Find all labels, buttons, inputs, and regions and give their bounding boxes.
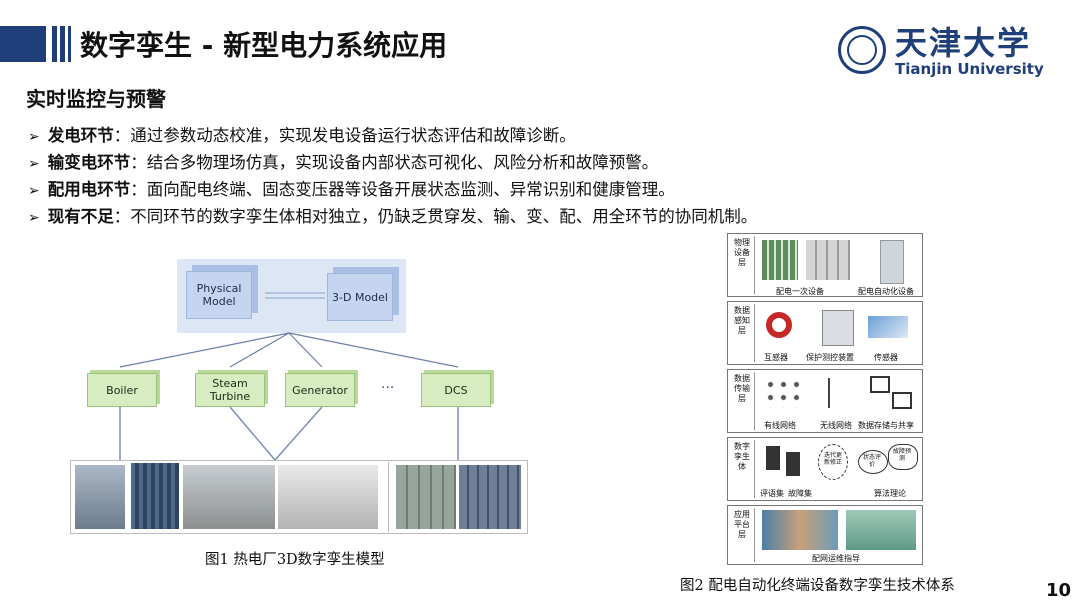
arrow-icon: ➢: [28, 183, 40, 199]
computer-icon: [892, 392, 912, 409]
bullet-text: ：面向配电终端、固态变压器等设备开展状态监测、异常识别和健康管理。: [130, 180, 675, 199]
divider: [388, 462, 389, 532]
cabinet-photo: [806, 240, 850, 280]
page-number: 10: [1046, 580, 1072, 601]
layer-data-sensing: 数据感知层 互感器 保护测控装置 传感器: [727, 301, 923, 365]
layer-label: 数据传输层: [734, 374, 750, 403]
dcs-node: DCS: [421, 373, 491, 407]
bullet-list: ➢ 发电环节：通过参数动态校准，实现发电设备运行状态评估和故障诊断。 ➢ 输变电环节…: [28, 123, 757, 231]
layer-label: 物理设备层: [734, 238, 750, 267]
bullet-item: ➢ 发电环节：通过参数动态校准，实现发电设备运行状态评估和故障诊断。: [28, 123, 757, 150]
header-accent-stripe: [68, 26, 71, 62]
section-subtitle: 实时监控与预警: [26, 87, 166, 111]
layer-item: 传感器: [874, 353, 898, 362]
iteration-cycle-icon: [818, 444, 848, 480]
header-accent-bar: [0, 26, 46, 62]
figure2-caption: 图2 配电自动化终端设备数字孪生技术体系: [680, 578, 955, 594]
3d-model-box: 3-D Model: [327, 273, 393, 321]
dcs-cabinet-photo: [396, 465, 456, 529]
turbine-hall-photo: [183, 465, 275, 529]
transformer-sensor-icon: [766, 312, 792, 338]
figure1-caption: 图1 热电厂3D数字孪生模型: [205, 552, 385, 568]
bullet-term: 发电环节: [47, 126, 114, 145]
layer-application-platform: 应用平台层 配网运维指导: [727, 505, 923, 565]
layer-item: 故障集: [788, 489, 812, 498]
bullet-item: ➢ 现有不足：不同环节的数字孪生体相对独立，仍缺乏贯穿发、输、变、配、用全环节的协…: [28, 204, 757, 231]
header-accent-stripe: [52, 26, 57, 62]
physical-model-box: Physical Model: [186, 271, 252, 319]
layer-physical-devices: 物理设备层 配电一次设备 配电自动化设备: [727, 233, 923, 297]
switchgear-photo: [762, 240, 798, 280]
figure2-framework: 物理设备层 配电一次设备 配电自动化设备 数据感知层 互感器 保护测控装置 传感…: [727, 233, 923, 565]
fault-predict-icon: [888, 444, 918, 470]
layer-item: 故障预测: [892, 448, 911, 462]
bullet-item: ➢ 配用电环节：面向配电终端、固态变压器等设备开展状态监测、异常识别和健康管理。: [28, 177, 757, 204]
maintenance-photo: [762, 510, 838, 550]
plant-photo-strip: [70, 460, 528, 534]
boiler-photo: [75, 465, 125, 529]
bullet-text: ：通过参数动态校准，实现发电设备运行状态评估和故障诊断。: [113, 126, 576, 145]
generator-node: Generator: [285, 373, 355, 407]
layer-item: 算法理论: [874, 489, 906, 498]
turbine-model-photo: [278, 465, 378, 529]
ellipsis-node: ···: [381, 380, 395, 396]
protection-device-icon: [822, 310, 854, 346]
boiler-structure-photo: [131, 463, 179, 529]
arrow-icon: ➢: [28, 156, 40, 172]
computer-icon: [870, 376, 890, 393]
server-icon: [766, 446, 780, 470]
wired-network-icon: [764, 378, 804, 408]
layer-data-transmission: 数据传输层 有线网络 无线网络 数据存储与共享: [727, 369, 923, 433]
boiler-node: Boiler: [87, 373, 157, 407]
figure1-connectors: [119, 292, 459, 461]
server-icon: [786, 452, 800, 476]
model-panel: Physical Model 3-D Model: [177, 259, 406, 333]
sensor-photo: [868, 316, 908, 338]
layer-item: 状态评价: [862, 454, 881, 468]
layer-item: 互感器: [764, 353, 788, 362]
layer-item: 配网运维指导: [812, 554, 860, 563]
layer-item: 配电一次设备: [776, 287, 824, 296]
arrow-icon: ➢: [28, 129, 40, 145]
layer-item: 数据存储与共享: [858, 421, 914, 430]
steam-turbine-node: Steam Turbine: [195, 373, 265, 407]
layer-label: 应用平台层: [734, 510, 750, 539]
layer-item: 无线网络: [820, 421, 852, 430]
layer-digital-twin: 数字孪生体 迭代更新修正 状态评价 故障预测 评语集 故障集 算法理论: [727, 437, 923, 501]
layer-item: 评语集: [760, 489, 784, 498]
header-accent-stripe: [60, 26, 65, 62]
bullet-text: ：不同环节的数字孪生体相对独立，仍缺乏贯穿发、输、变、配、用全环节的协同机制。: [113, 207, 758, 226]
bullet-term: 现有不足: [47, 207, 114, 226]
layer-item: 迭代更新修正: [824, 452, 843, 466]
bullet-term: 输变电环节: [47, 153, 131, 172]
bullet-text: ：结合多物理场仿真，实现设备内部状态可视化、风险分析和故障预警。: [130, 153, 659, 172]
control-room-photo: [459, 465, 521, 529]
slide-title: 数字孪生 - 新型电力系统应用: [80, 29, 448, 62]
wireless-tower-icon: [828, 378, 840, 408]
layer-item: 保护测控装置: [806, 353, 854, 362]
layer-label: 数据感知层: [734, 306, 750, 335]
university-seal-icon: [838, 26, 886, 74]
layer-item: 有线网络: [764, 421, 796, 430]
layer-label: 数字孪生体: [734, 442, 750, 471]
bullet-term: 配用电环节: [47, 180, 131, 199]
university-logo-text: 天津大学: [895, 24, 1032, 62]
university-logo-english: Tianjin University: [895, 60, 1044, 78]
substation-photo: [846, 510, 916, 550]
layer-item: 配电自动化设备: [858, 287, 914, 296]
state-eval-icon: [858, 450, 888, 474]
automation-device-photo: [880, 240, 904, 284]
bullet-item: ➢ 输变电环节：结合多物理场仿真，实现设备内部状态可视化、风险分析和故障预警。: [28, 150, 757, 177]
arrow-icon: ➢: [28, 210, 40, 226]
